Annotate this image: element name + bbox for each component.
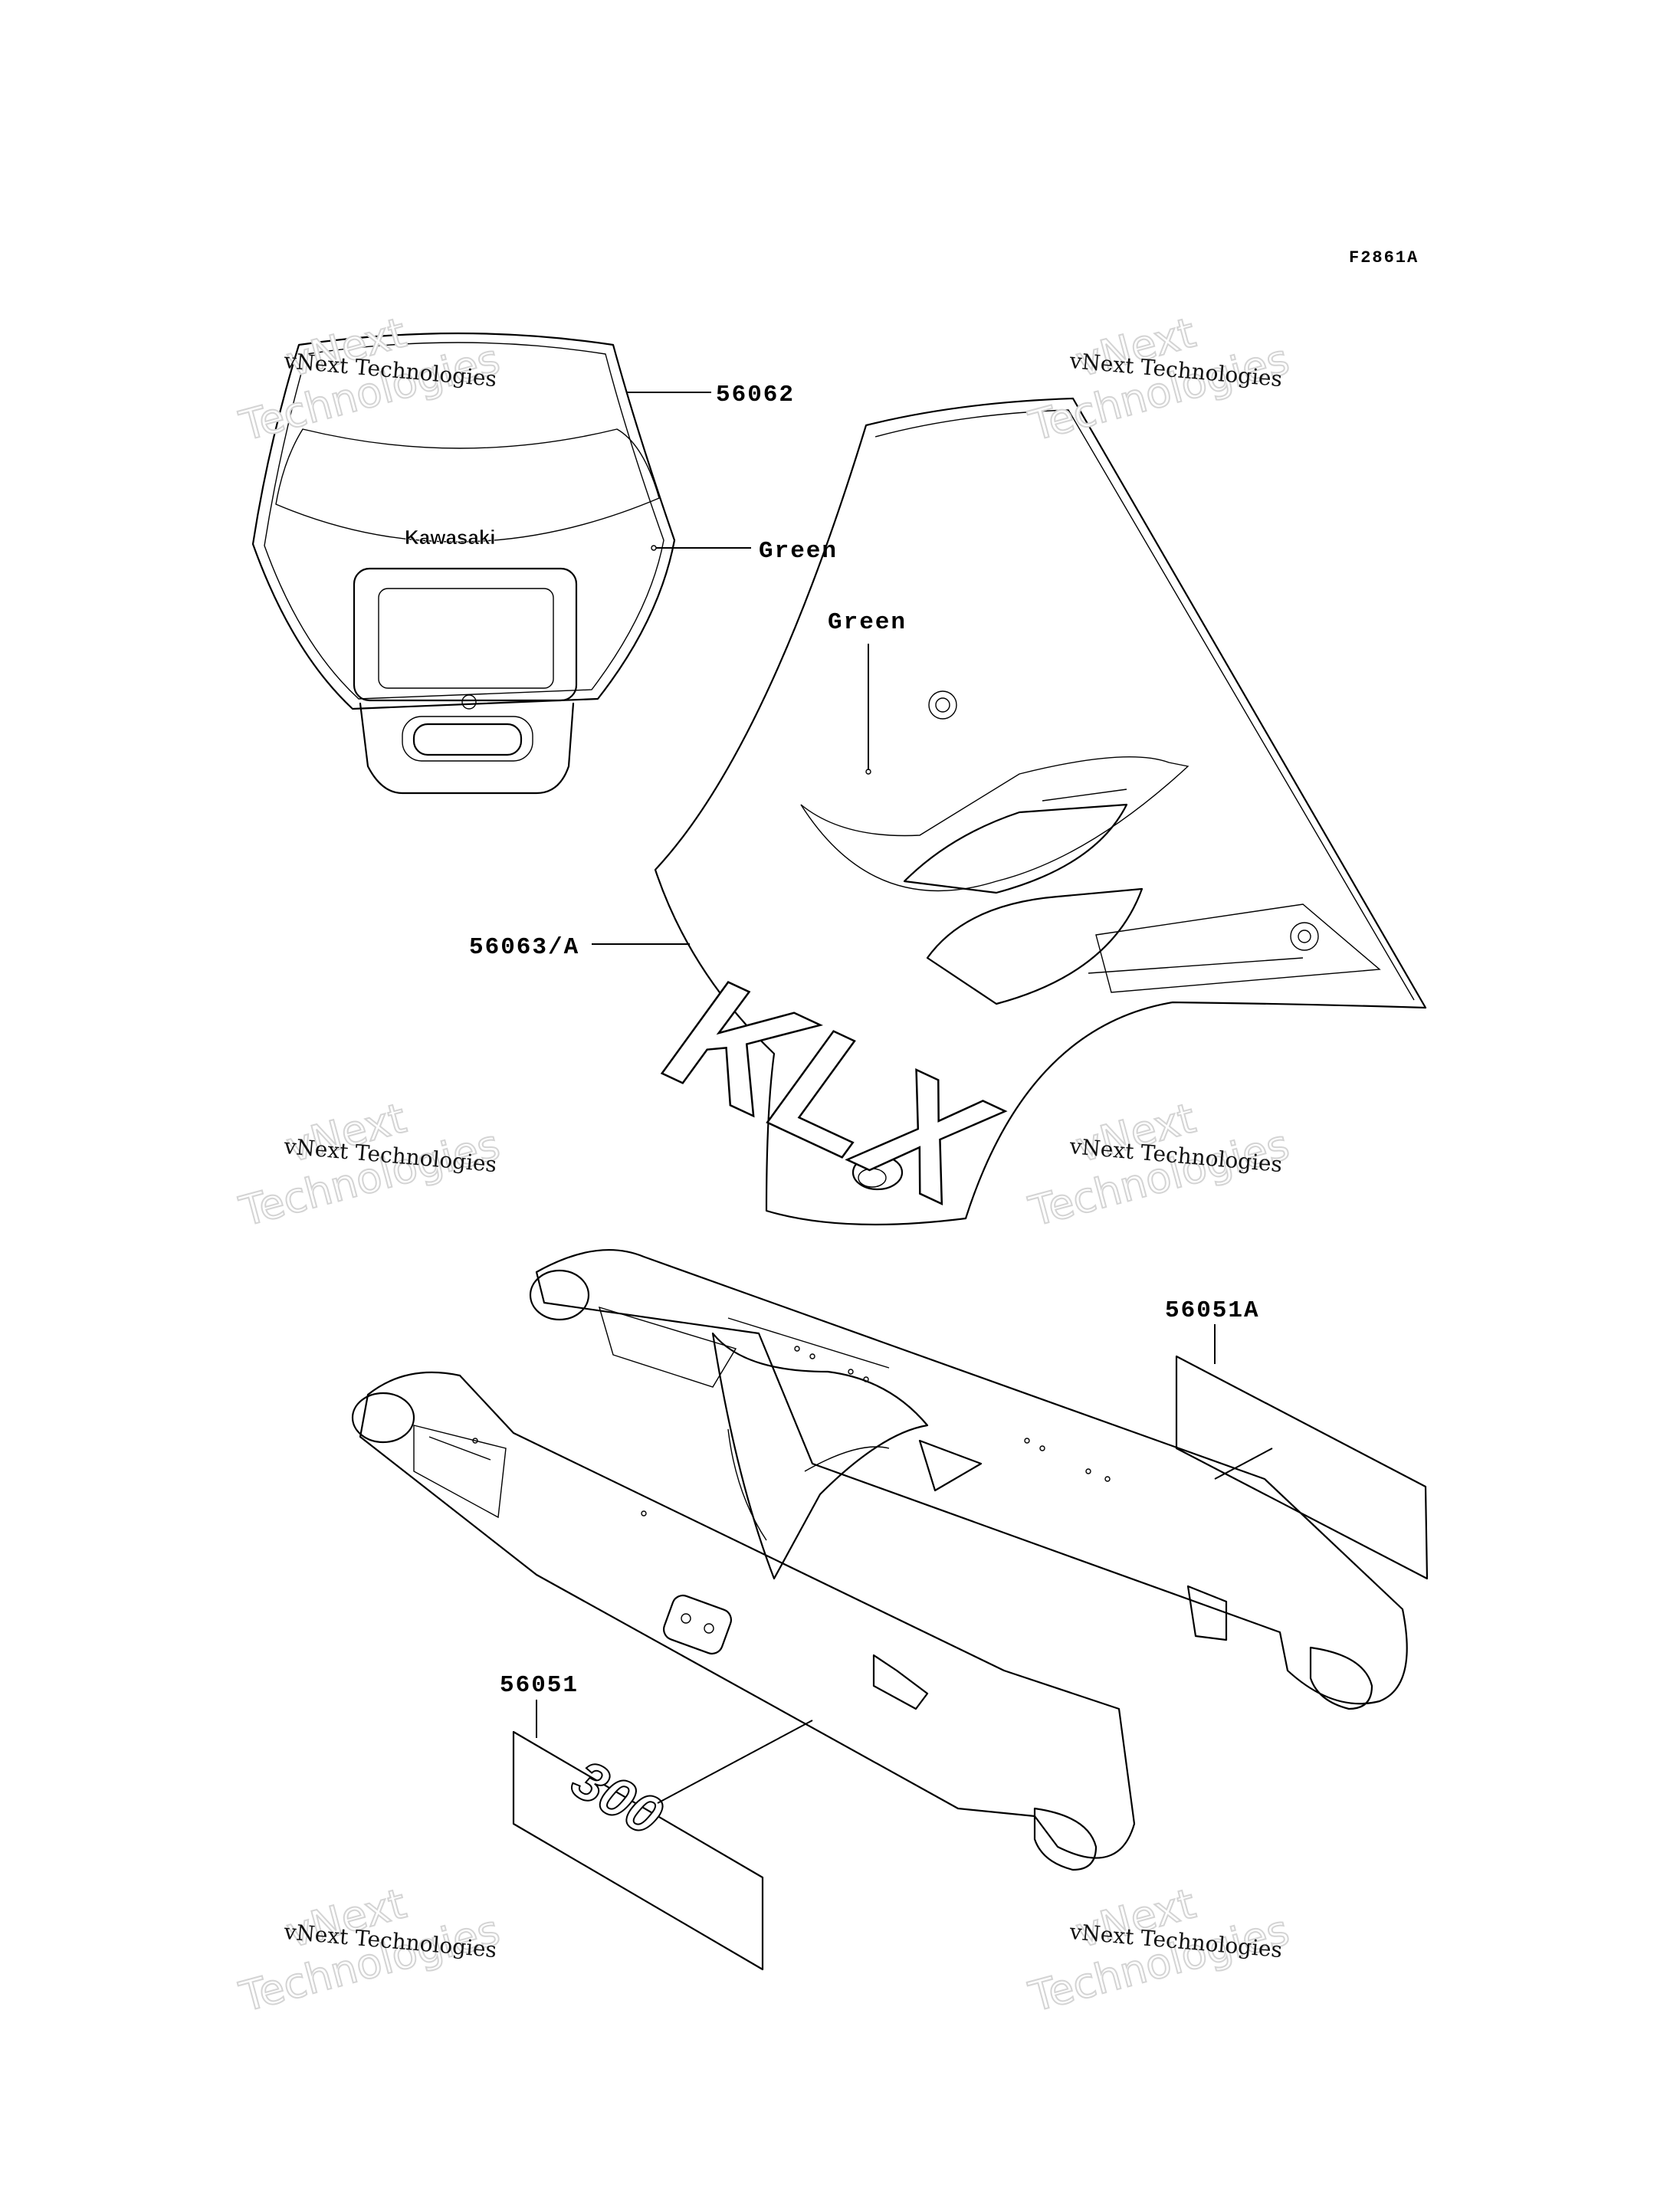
radiator-shroud: KLX <box>644 397 1427 1244</box>
callout-56051a: 56051A <box>1165 1297 1260 1324</box>
decal-56051a <box>1175 1355 1429 1580</box>
leader-56051-arm <box>657 1720 813 1804</box>
callout-56062: 56062 <box>716 382 795 408</box>
headlight-cover: Kawasaki <box>251 332 676 795</box>
callout-headlight-green: Green <box>759 538 838 565</box>
klx-logo: KLX <box>645 940 1020 1243</box>
callout-shroud-green: Green <box>828 609 907 636</box>
callout-56063a: 56063/A <box>469 934 579 961</box>
kawasaki-logo: Kawasaki <box>405 526 496 549</box>
swingarm <box>351 1249 1408 1871</box>
figure-id: F2861A <box>1349 248 1419 267</box>
callout-56051: 56051 <box>500 1672 579 1699</box>
decal-300-logo: 300 <box>562 1749 672 1848</box>
leader-56051a-arm <box>1214 1448 1273 1480</box>
